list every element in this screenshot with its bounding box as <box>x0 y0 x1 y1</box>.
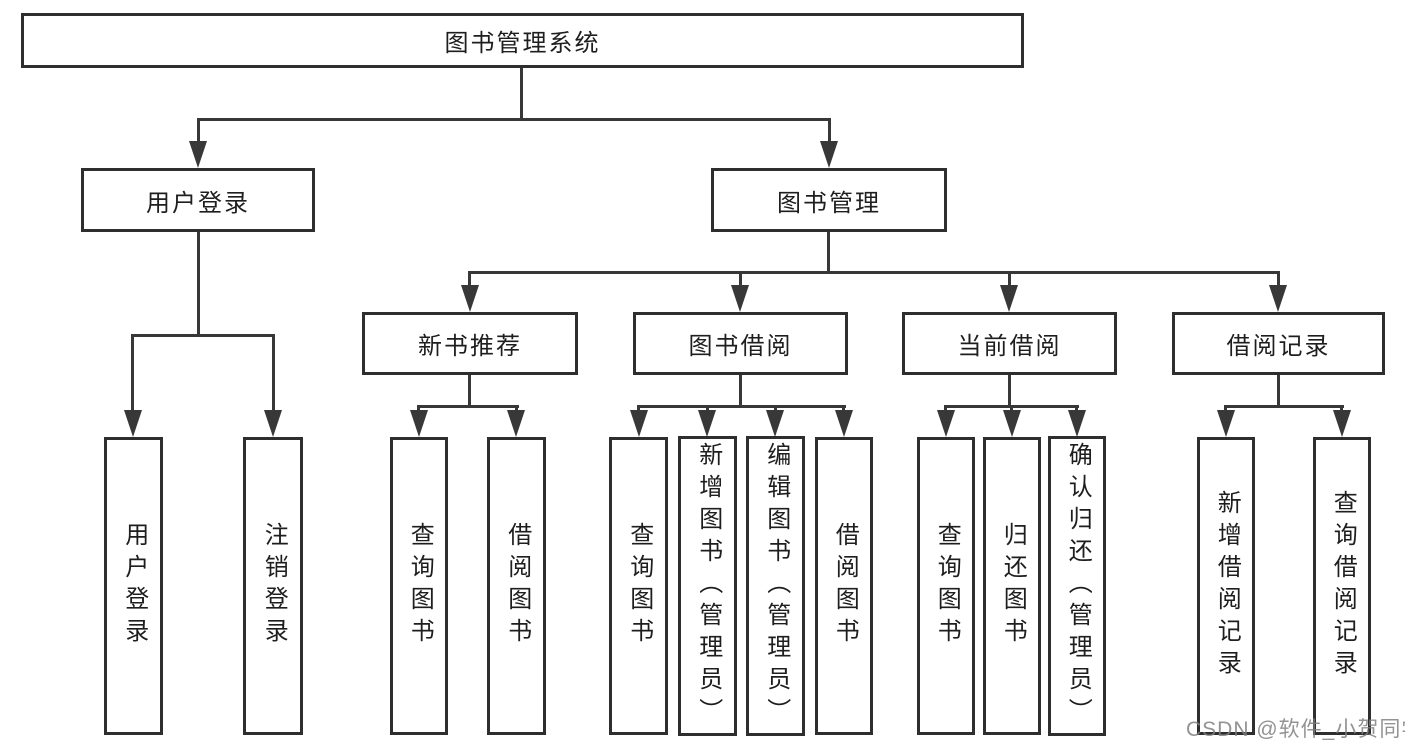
arrowhead-down-icon <box>1000 285 1018 312</box>
node-label: 确认归还（管理员） <box>1064 442 1092 730</box>
connector-line <box>468 271 471 287</box>
arrowhead-down-icon <box>937 410 955 437</box>
node-label: 注销登录 <box>260 522 288 650</box>
node-label: 查询图书 <box>933 522 961 650</box>
connector-line <box>131 334 275 337</box>
node-label: 借阅记录 <box>1226 333 1331 360</box>
node-label: 用户登录 <box>146 189 250 217</box>
node-label: 图书借阅 <box>688 333 793 360</box>
arrowhead-down-icon <box>630 410 648 437</box>
connector-line <box>1224 405 1227 414</box>
connector-line <box>739 271 742 287</box>
connector-line <box>417 405 420 414</box>
arrowhead-down-icon <box>189 141 207 168</box>
connector-line <box>1340 405 1343 414</box>
leaf-borrow-book-recommend: 借阅图书 <box>487 437 546 735</box>
connector-line <box>197 230 200 337</box>
node-label: 借阅图书 <box>831 522 859 650</box>
connector-line <box>944 405 947 414</box>
leaf-query-borrow-record: 查询借阅记录 <box>1313 437 1371 735</box>
node-library-system: 图书管理系统 <box>21 13 1024 68</box>
leaf-edit-book-admin: 编辑图书（管理员） <box>746 436 805 736</box>
node-new-book-recommend: 新书推荐 <box>362 312 578 375</box>
arrowhead-down-icon <box>410 410 428 437</box>
node-label: 图书管理系统 <box>444 30 601 57</box>
arrowhead-down-icon <box>1068 410 1086 437</box>
connector-line <box>468 374 471 407</box>
arrowhead-down-icon <box>1217 410 1235 437</box>
connector-line <box>520 66 523 121</box>
leaf-add-book-admin: 新增图书（管理员） <box>678 436 737 736</box>
leaf-query-book-recommend: 查询图书 <box>390 437 448 735</box>
node-book-management: 图书管理 <box>711 168 947 232</box>
node-label: 借阅图书 <box>503 522 531 650</box>
connector-line <box>197 118 200 144</box>
connector-line <box>637 405 846 408</box>
node-borrow-records: 借阅记录 <box>1172 312 1385 375</box>
arrowhead-down-icon <box>835 410 853 437</box>
connector-line <box>1010 405 1013 414</box>
csdn-watermark: CSDN @软件_小贺同学 <box>1186 718 1405 741</box>
connector-line <box>515 405 518 414</box>
arrowhead-down-icon <box>264 410 282 437</box>
node-current-borrow: 当前借阅 <box>902 312 1117 375</box>
leaf-query-book-borrow: 查询图书 <box>609 437 668 735</box>
node-label: 新增借阅记录 <box>1213 490 1241 682</box>
connector-line <box>828 118 831 144</box>
connector-line <box>1008 271 1011 287</box>
connector-line <box>842 405 845 414</box>
arrowhead-down-icon <box>1269 285 1287 312</box>
arrowhead-down-icon <box>1333 410 1351 437</box>
arrowhead-down-icon <box>1003 410 1021 437</box>
arrowhead-down-icon <box>698 410 716 437</box>
leaf-logout: 注销登录 <box>243 437 303 735</box>
connector-line <box>1008 374 1011 407</box>
node-label: 编辑图书（管理员） <box>762 442 790 730</box>
node-label: 新书推荐 <box>418 333 522 360</box>
connector-line <box>1224 405 1344 408</box>
node-label: 归还图书 <box>999 522 1027 650</box>
leaf-borrow-book: 借阅图书 <box>815 437 873 735</box>
node-book-borrow: 图书借阅 <box>633 312 848 375</box>
arrowhead-down-icon <box>820 141 838 168</box>
connector-line <box>272 334 275 412</box>
connector-line <box>1075 405 1078 414</box>
leaf-add-borrow-record: 新增借阅记录 <box>1197 437 1255 735</box>
node-label: 用户登录 <box>120 522 148 650</box>
arrowhead-down-icon <box>731 285 749 312</box>
node-label: 查询图书 <box>406 522 434 650</box>
node-label: 查询图书 <box>625 522 653 650</box>
connector-line <box>197 118 831 121</box>
connector-line <box>827 230 830 274</box>
leaf-confirm-return-admin: 确认归还（管理员） <box>1048 436 1106 736</box>
node-label: 图书管理 <box>777 189 881 217</box>
connector-line <box>131 334 134 412</box>
connector-line <box>774 405 777 414</box>
arrowhead-down-icon <box>124 410 142 437</box>
arrowhead-down-icon <box>461 285 479 312</box>
connector-line <box>1277 374 1280 407</box>
connector-line <box>706 405 709 414</box>
node-label: 当前借阅 <box>957 333 1062 360</box>
connector-line <box>739 374 742 407</box>
node-label: 新增图书（管理员） <box>694 442 722 730</box>
node-label: 查询借阅记录 <box>1329 490 1357 682</box>
connector-line <box>1277 271 1280 287</box>
leaf-return-book: 归还图书 <box>983 437 1041 735</box>
leaf-user-login: 用户登录 <box>104 437 163 735</box>
arrowhead-down-icon <box>507 410 525 437</box>
leaf-query-book-current: 查询图书 <box>917 437 975 735</box>
connector-line <box>468 271 1280 274</box>
arrowhead-down-icon <box>766 410 784 437</box>
node-user-login: 用户登录 <box>81 168 315 232</box>
connector-line <box>417 405 519 408</box>
connector-line <box>637 405 640 414</box>
